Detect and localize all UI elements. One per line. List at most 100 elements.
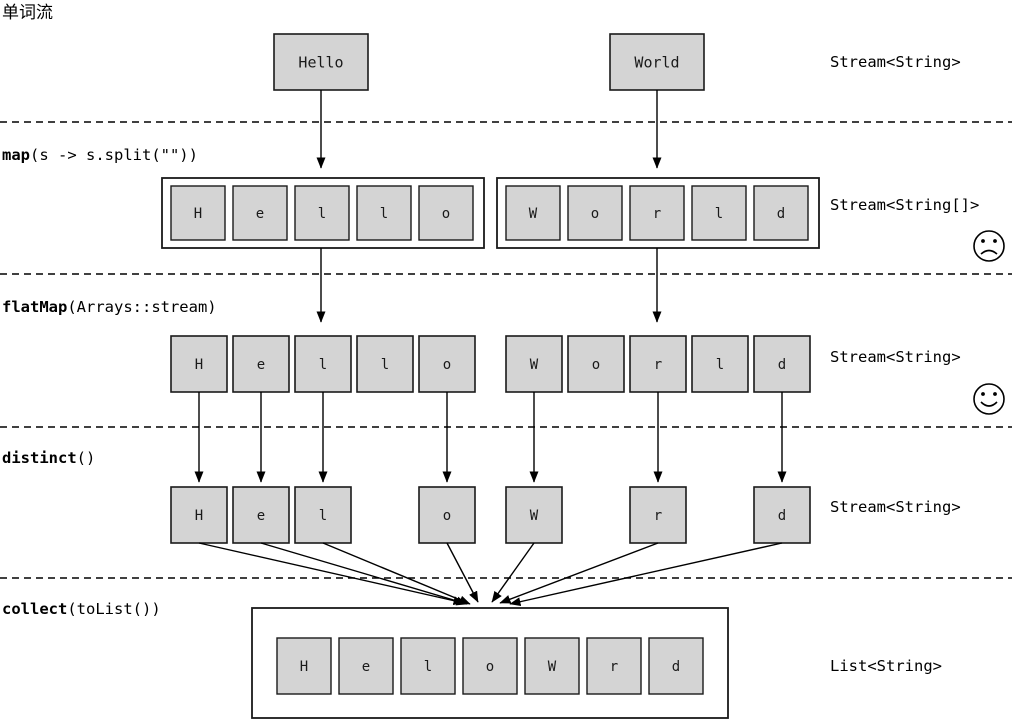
map-cell[interactable]: r [629, 185, 685, 241]
distinct-cell-label: H [195, 508, 203, 524]
stage-label-flatmap: flatMap(Arrays::stream) [2, 298, 217, 316]
list-cell[interactable]: r [586, 637, 642, 695]
map-cell-label: W [529, 206, 538, 222]
list-cell[interactable]: e [338, 637, 394, 695]
flatmap-cell-label: l [716, 357, 724, 373]
map-cell-label: r [653, 206, 661, 222]
distinct-cell[interactable]: r [629, 486, 687, 544]
flatmap-cell-label: d [778, 357, 786, 373]
stage-op-name-collect: collect [2, 600, 67, 618]
list-cell[interactable]: H [276, 637, 332, 695]
distinct-cell[interactable]: d [753, 486, 811, 544]
flow-arrow-collect-H [198, 542, 465, 606]
list-cell[interactable]: d [648, 637, 704, 695]
source-word-world[interactable]: World [609, 33, 705, 91]
distinct-cell-label: r [654, 508, 662, 524]
happy-face-icon [973, 383, 1005, 415]
flatmap-cell[interactable]: d [753, 335, 811, 393]
distinct-cell-label: W [530, 508, 539, 524]
stage-op-name-distinct: distinct [2, 449, 77, 467]
flatmap-cell[interactable]: r [629, 335, 687, 393]
flatmap-cell-label: l [381, 357, 389, 373]
list-cell-label: W [548, 659, 557, 675]
distinct-cell-label: e [257, 508, 265, 524]
flow-arrow-collect-o [446, 542, 479, 603]
flatmap-cell-label: o [443, 357, 451, 373]
stage-op-name-flatmap: flatMap [2, 298, 67, 316]
flatmap-cell[interactable]: H [170, 335, 228, 393]
distinct-cell-label: o [443, 508, 451, 524]
source-word-label: Hello [298, 54, 343, 72]
distinct-cell[interactable]: o [418, 486, 476, 544]
flatmap-cell-label: o [592, 357, 600, 373]
map-cell-label: o [442, 206, 450, 222]
type-label-distinct: Stream<String> [830, 498, 961, 516]
map-cell[interactable]: o [418, 185, 474, 241]
map-cell[interactable]: l [691, 185, 747, 241]
map-cell-label: l [380, 206, 388, 222]
list-cell-label: d [672, 659, 680, 675]
type-label-map: Stream<String[]> [830, 196, 979, 214]
distinct-cell[interactable]: e [232, 486, 290, 544]
flatmap-cell[interactable]: e [232, 335, 290, 393]
flow-arrow-collect-l [322, 542, 471, 605]
flow-arrow-collect-d [509, 542, 783, 607]
list-cell-label: o [486, 659, 494, 675]
flatmap-cell[interactable]: l [691, 335, 749, 393]
map-cell[interactable]: o [567, 185, 623, 241]
stage-label-distinct: distinct() [2, 449, 95, 467]
stage-label-collect: collect(toList()) [2, 600, 161, 618]
flatmap-cell-label: H [195, 357, 203, 373]
flatmap-cell[interactable]: o [418, 335, 476, 393]
map-cell[interactable]: H [170, 185, 226, 241]
list-cell-label: l [424, 659, 432, 675]
flatmap-cell[interactable]: l [356, 335, 414, 393]
map-cell-label: l [318, 206, 326, 222]
list-cell-label: H [300, 659, 308, 675]
map-cell[interactable]: d [753, 185, 809, 241]
map-cell[interactable]: l [356, 185, 412, 241]
flatmap-cell-label: W [530, 357, 539, 373]
map-cell[interactable]: W [505, 185, 561, 241]
distinct-cell[interactable]: l [294, 486, 352, 544]
map-cell-label: l [715, 206, 723, 222]
list-cell-label: e [362, 659, 370, 675]
flatmap-cell-label: r [654, 357, 662, 373]
type-label-collect: List<String> [830, 657, 942, 675]
map-cell[interactable]: e [232, 185, 288, 241]
flow-arrow-collect-r [499, 542, 659, 604]
flatmap-cell-label: e [257, 357, 265, 373]
flow-arrow-collect-W [491, 542, 535, 603]
source-word-label: World [634, 54, 679, 72]
flatmap-cell[interactable]: W [505, 335, 563, 393]
flatmap-cell[interactable]: o [567, 335, 625, 393]
type-label-source: Stream<String> [830, 53, 961, 71]
flow-arrow-collect-e [260, 542, 468, 606]
type-label-flatmap: Stream<String> [830, 348, 961, 366]
sad-face-icon [973, 230, 1005, 262]
map-cell[interactable]: l [294, 185, 350, 241]
map-cell-label: o [591, 206, 599, 222]
list-cell-label: r [610, 659, 618, 675]
distinct-cell[interactable]: W [505, 486, 563, 544]
distinct-cell[interactable]: H [170, 486, 228, 544]
stage-label-map: map(s -> s.split("")) [2, 146, 198, 164]
map-cell-label: H [194, 206, 202, 222]
stage-op-name-map: map [2, 146, 30, 164]
stage-op-args-flatmap: (Arrays::stream) [67, 298, 216, 316]
map-cell-label: d [777, 206, 785, 222]
page-title: 单词流 [2, 3, 53, 23]
source-word-hello[interactable]: Hello [273, 33, 369, 91]
stage-op-args-collect: (toList()) [67, 600, 160, 618]
list-cell[interactable]: o [462, 637, 518, 695]
list-cell[interactable]: W [524, 637, 580, 695]
distinct-cell-label: d [778, 508, 786, 524]
distinct-cell-label: l [319, 508, 327, 524]
flatmap-cell-label: l [319, 357, 327, 373]
map-cell-label: e [256, 206, 264, 222]
stage-op-args-map: (s -> s.split("")) [30, 146, 198, 164]
list-cell[interactable]: l [400, 637, 456, 695]
flatmap-cell[interactable]: l [294, 335, 352, 393]
